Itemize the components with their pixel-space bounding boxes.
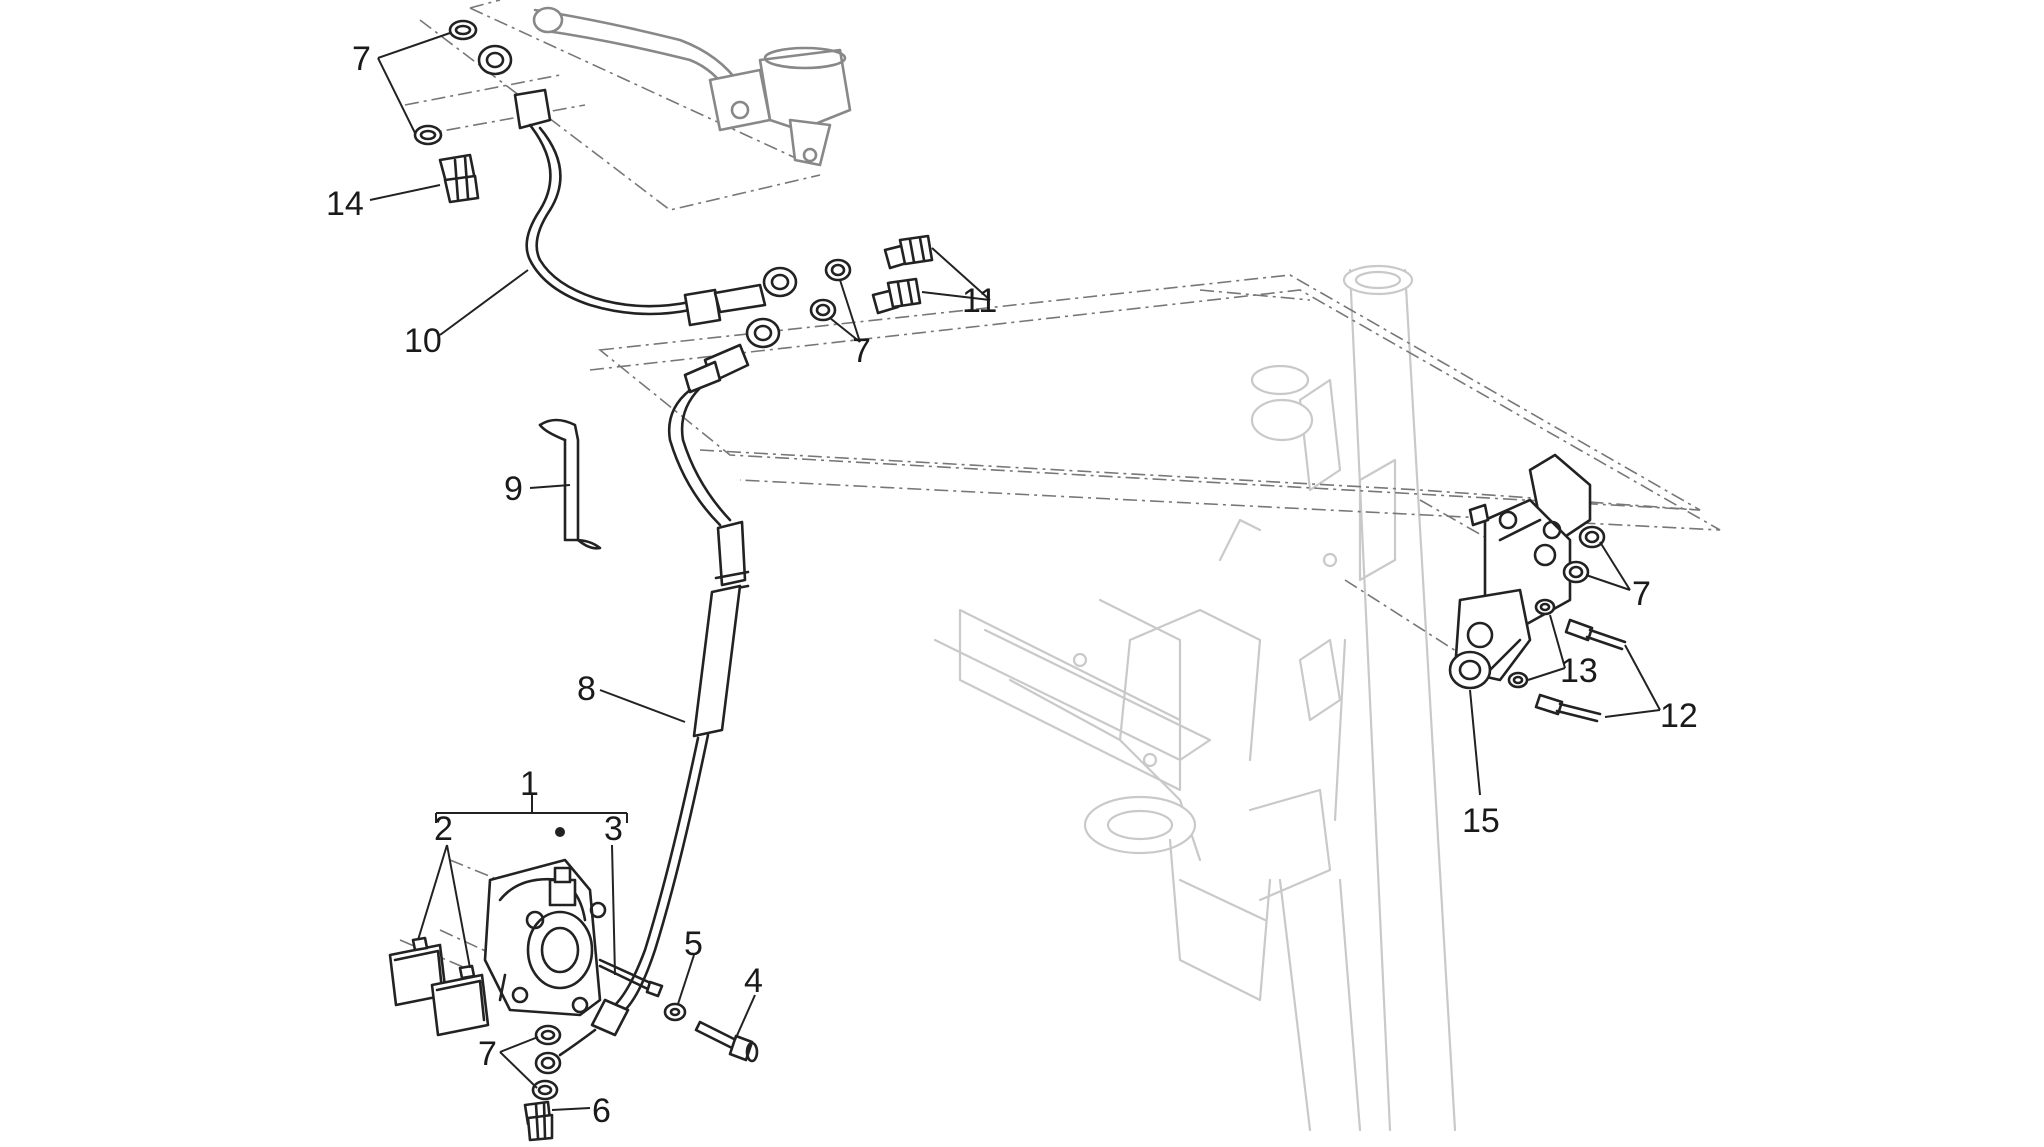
front-master-cylinder bbox=[532, 6, 852, 167]
brake-caliper bbox=[483, 858, 607, 1017]
banjo-bolt-bottom bbox=[523, 1100, 554, 1142]
banjo-bolt-11-lower bbox=[871, 277, 922, 315]
callout-7-top: 7 bbox=[352, 40, 371, 78]
callout-15: 15 bbox=[1462, 802, 1500, 840]
callout-6: 6 bbox=[592, 1092, 611, 1130]
leader-lines bbox=[369, 32, 1661, 1111]
banjo-washer-right-2 bbox=[1562, 560, 1590, 584]
brake-pad-rear bbox=[430, 964, 490, 1037]
banjo-bolt-11-upper bbox=[883, 234, 934, 270]
callout-7-bottom: 7 bbox=[478, 1035, 497, 1073]
banjo-washer-mid-2 bbox=[809, 298, 837, 322]
callout-labels: 7 14 10 7 11 9 8 1 2 3 5 4 7 6 7 13 12 1… bbox=[326, 40, 1698, 1130]
banjo-washer-bottom-2 bbox=[531, 1079, 559, 1101]
mounting-bolt-upper bbox=[1564, 618, 1627, 651]
banjo-washer-mid-1 bbox=[824, 258, 852, 282]
callout-8: 8 bbox=[577, 670, 596, 708]
caliper-pin bbox=[598, 958, 664, 998]
callout-3: 3 bbox=[604, 810, 623, 848]
rear-master-cylinder bbox=[1448, 453, 1592, 690]
banjo-washer-top bbox=[448, 19, 478, 41]
mounting-bolt-lower bbox=[1534, 693, 1602, 723]
callout-11: 11 bbox=[962, 282, 997, 320]
caliper-washer bbox=[663, 1002, 687, 1022]
callout-12: 12 bbox=[1660, 697, 1698, 735]
banjo-bolt-top bbox=[438, 153, 480, 204]
steering-frame-outline bbox=[933, 264, 1457, 1132]
callout-7-mid: 7 bbox=[852, 332, 871, 370]
banjo-washer-lower bbox=[413, 124, 443, 146]
callout-1: 1 bbox=[520, 765, 539, 803]
reference-dot bbox=[555, 827, 565, 837]
banjo-washer-bottom-1 bbox=[534, 1024, 562, 1046]
assembly-guide-lines bbox=[399, 0, 1721, 971]
callout-13: 13 bbox=[1560, 652, 1598, 690]
callout-5: 5 bbox=[684, 925, 703, 963]
banjo-washer-right-1 bbox=[1578, 525, 1606, 549]
mounting-washer-lower bbox=[1507, 671, 1529, 689]
callout-14: 14 bbox=[326, 185, 364, 223]
hose-clip bbox=[538, 418, 602, 550]
callout-2: 2 bbox=[434, 810, 453, 848]
lower-brake-hose bbox=[534, 317, 781, 1075]
callout-7-right: 7 bbox=[1632, 575, 1651, 613]
caliper-mounting-bolt bbox=[694, 1020, 759, 1063]
upper-brake-hose bbox=[477, 44, 798, 327]
callout-9: 9 bbox=[504, 470, 523, 508]
mounting-washer-upper bbox=[1534, 598, 1556, 616]
callout-4: 4 bbox=[744, 962, 763, 1000]
callout-10: 10 bbox=[404, 322, 442, 360]
